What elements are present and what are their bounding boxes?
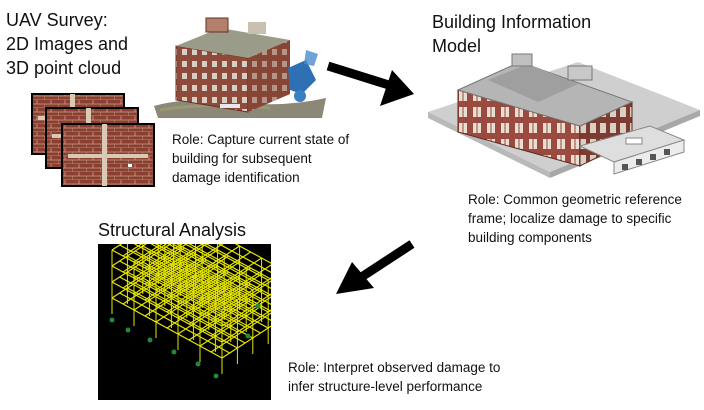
sa-role: Role: Interpret observed damage to infer… <box>288 358 500 396</box>
sa-title-line-1: Structural Analysis <box>98 220 247 240</box>
uav-2d-images <box>30 92 180 202</box>
frame-member <box>210 264 271 305</box>
frame-member <box>133 244 163 263</box>
frame-member <box>210 312 271 353</box>
image-front <box>61 123 155 187</box>
uav-title-line-2: 2D Images and <box>6 34 129 54</box>
frame-supports <box>109 303 261 379</box>
frame-member <box>210 280 271 321</box>
frame-member <box>166 244 224 281</box>
frame-member <box>188 251 251 293</box>
uav-role-line-1: Role: Capture current state of <box>172 132 350 147</box>
sa-role-line-1: Role: Interpret observed damage to <box>288 360 501 375</box>
bim-role-line-2: frame; localize damage to specific <box>468 211 672 226</box>
bim-title: Building Information Model <box>432 10 591 58</box>
frame-member <box>144 244 184 269</box>
bim-title-line-2: Model <box>432 36 482 56</box>
bim-role-line-1: Role: Common geometric reference <box>468 192 682 207</box>
arrow-bim-to-sa <box>330 236 420 300</box>
uav-role: Role: Capture current state of building … <box>172 130 349 187</box>
uav-role-line-2: building for subsequent <box>172 151 312 166</box>
bim-building-model <box>428 40 700 182</box>
yellow-frame <box>111 244 271 374</box>
bim-role-line-3: building components <box>468 230 592 245</box>
frame-member <box>234 244 271 264</box>
uav-role-line-3: damage identification <box>172 170 300 185</box>
sa-role-line-2: infer structure-level performance <box>288 379 483 394</box>
frame-member <box>122 244 143 257</box>
uav-title-line-3: 3D point cloud <box>6 58 122 78</box>
uav-title: UAV Survey: 2D Images and 3D point cloud <box>6 8 128 80</box>
sa-frame-model <box>98 244 271 400</box>
uav-point-cloud <box>150 10 330 120</box>
frame-member <box>210 296 271 337</box>
bim-role: Role: Common geometric reference frame; … <box>468 190 682 247</box>
frame-member <box>122 244 168 273</box>
arrow-uav-to-bim <box>322 56 422 116</box>
uav-title-line-1: UAV Survey: <box>6 10 108 30</box>
sa-title: Structural Analysis <box>98 218 246 242</box>
bim-title-line-1: Building Information <box>432 12 592 32</box>
